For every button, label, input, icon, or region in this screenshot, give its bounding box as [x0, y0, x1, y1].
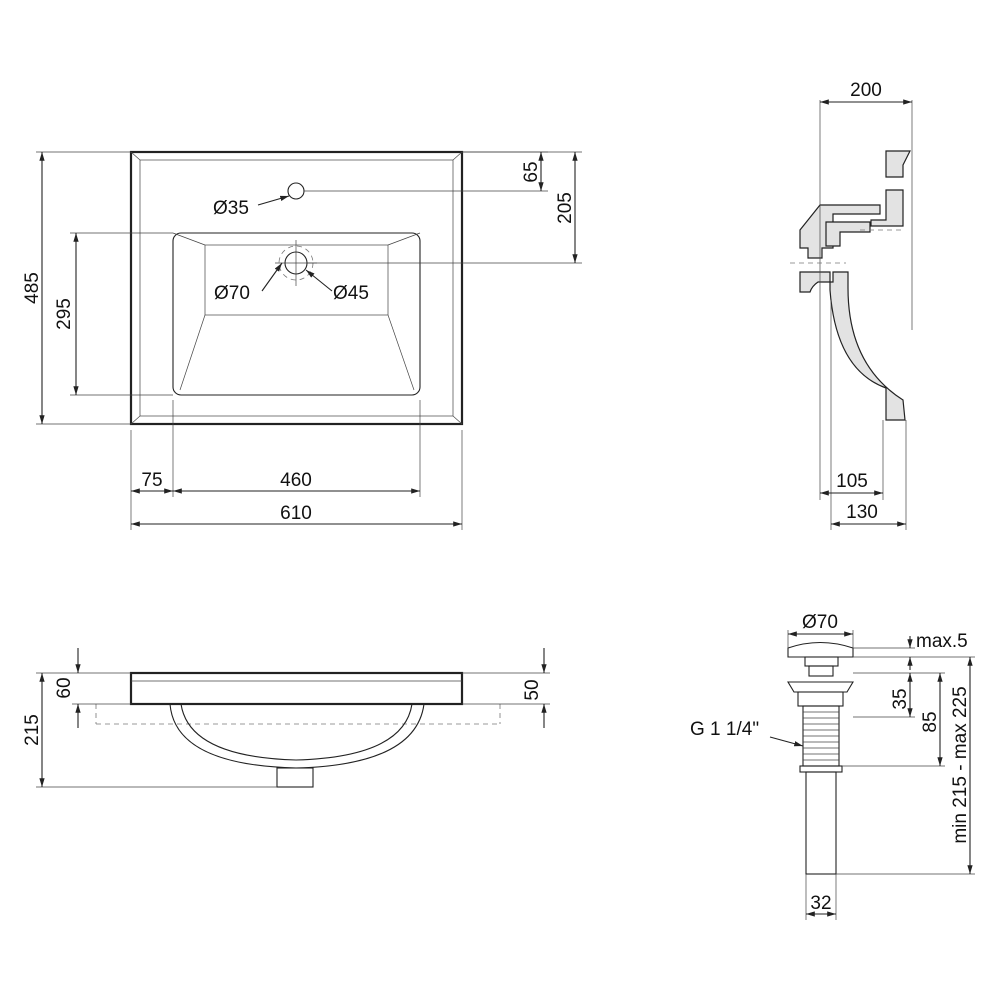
- bowl-outline: [172, 232, 421, 396]
- thread-label: G 1 1/4": [690, 719, 759, 740]
- bowl-bottom: [204, 244, 389, 316]
- drain-detail: Ø70 max.5 35 85 min 215 - max 225 G 1 1/…: [690, 612, 975, 920]
- dim-tap-hole-offset: 65: [521, 161, 542, 182]
- dim-basin-width: 460: [280, 470, 312, 491]
- dim-bottom-outer: 130: [846, 502, 878, 523]
- dim-drain-offset: 205: [555, 192, 576, 224]
- tap-hole: [287, 182, 305, 200]
- dim-basin-depth: 295: [54, 298, 75, 330]
- dim-left-offset: 75: [141, 470, 162, 491]
- basin-rim: [139, 159, 454, 417]
- drain-flange: [787, 681, 854, 693]
- dim-bottom-inner: 105: [836, 471, 868, 492]
- tap-hole-diameter: Ø35: [213, 198, 249, 219]
- top-view: 75 460 610 485 295 65 205 Ø35 Ø70 Ø45: [22, 150, 582, 530]
- dim-flange-height: 35: [890, 688, 911, 709]
- front-bowl: [169, 703, 425, 769]
- dim-depth-total: 485: [22, 272, 43, 304]
- basin-outline: [129, 150, 464, 426]
- dim-total-range: min 215 - max 225: [950, 686, 971, 843]
- dim-cap-rise: max.5: [916, 631, 968, 652]
- dim-rim-left: 60: [54, 677, 75, 698]
- dim-top-width: 200: [850, 80, 882, 101]
- drain-cap: [787, 642, 854, 658]
- dim-rim-right: 50: [522, 679, 543, 700]
- dim-pipe-diameter: 32: [810, 893, 831, 914]
- dim-width-total: 610: [280, 503, 312, 524]
- front-view: 60 215 50: [22, 648, 550, 788]
- drain-pipe: [805, 771, 837, 875]
- dim-thread-height: 85: [920, 711, 941, 732]
- front-drain-stub: [276, 767, 314, 788]
- dim-total-height: 215: [22, 714, 43, 746]
- front-rim: [129, 671, 464, 706]
- side-section: 200 105 130: [790, 80, 913, 530]
- drain-diameter-outer: Ø70: [214, 283, 250, 304]
- dim-cap-diameter: Ø70: [802, 612, 838, 633]
- drain-diameter-inner: Ø45: [333, 283, 369, 304]
